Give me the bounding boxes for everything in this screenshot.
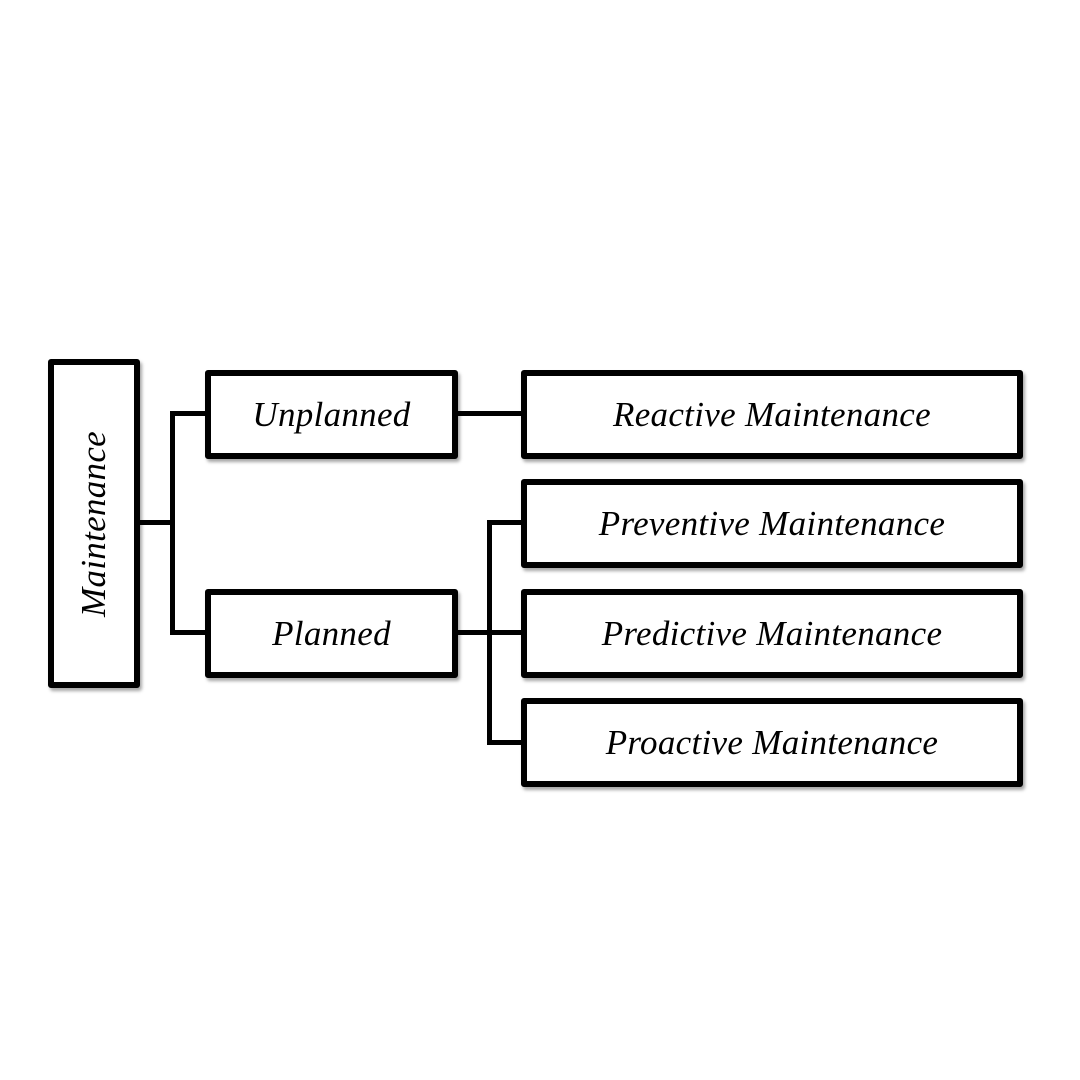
connector-root-vertical [170, 411, 175, 635]
connector-root-stub [136, 520, 174, 525]
root-node-label: Maintenance [74, 430, 114, 617]
connector-to-proactive [487, 740, 526, 745]
leaf-node-predictive-label: Predictive Maintenance [601, 613, 943, 653]
branch-node-unplanned-label: Unplanned [252, 394, 411, 434]
connector-planned-vertical [487, 520, 492, 745]
leaf-node-proactive: Proactive Maintenance [521, 698, 1023, 787]
leaf-node-proactive-label: Proactive Maintenance [605, 722, 939, 762]
leaf-node-reactive-label: Reactive Maintenance [613, 394, 931, 434]
connector-to-planned [170, 630, 210, 635]
branch-node-planned: Planned [205, 589, 458, 678]
connector-to-preventive [487, 520, 526, 525]
connector-unplanned-to-reactive [454, 411, 526, 416]
connector-to-unplanned [170, 411, 210, 416]
branch-node-planned-label: Planned [272, 613, 391, 653]
root-node-maintenance: Maintenance [48, 359, 140, 688]
leaf-node-preventive: Preventive Maintenance [521, 479, 1023, 568]
leaf-node-predictive: Predictive Maintenance [521, 589, 1023, 678]
leaf-node-preventive-label: Preventive Maintenance [598, 503, 946, 543]
branch-node-unplanned: Unplanned [205, 370, 458, 459]
leaf-node-reactive: Reactive Maintenance [521, 370, 1023, 459]
